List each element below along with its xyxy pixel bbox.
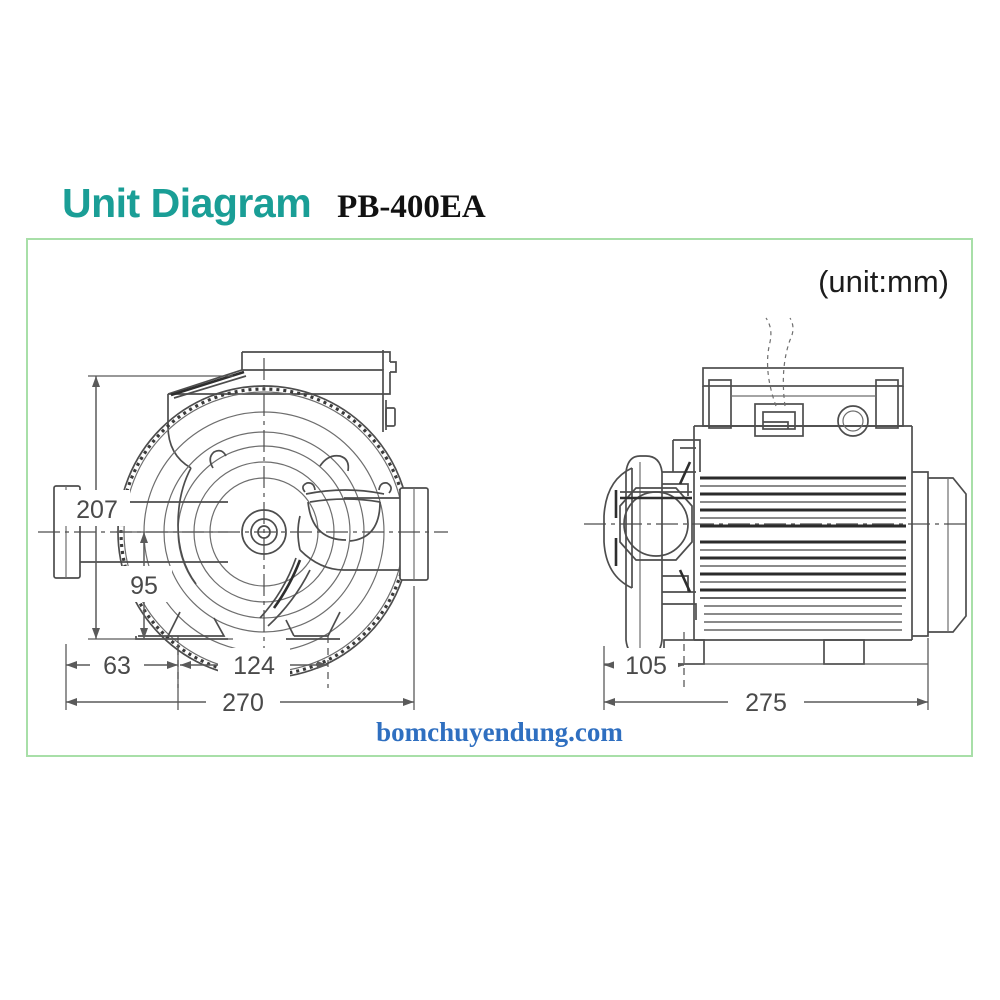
motor-body [693, 468, 913, 641]
front-mounting-feet [135, 611, 341, 640]
page-title: Unit Diagram [62, 180, 312, 226]
watermark: bomchuyendung.com [376, 717, 623, 747]
cooling-fins [700, 476, 906, 592]
front-terminal-block [167, 350, 397, 469]
fan-cover [912, 471, 967, 637]
model-number: PB-400EA [337, 189, 486, 225]
side-view-drawing: 105 275 [584, 317, 971, 719]
dimension-63: 63 [66, 648, 178, 682]
technical-drawing: .ln { fill:none; stroke:#4d4d4d; stroke-… [28, 240, 971, 755]
page-header: Unit Diagram PB-400EA [62, 183, 486, 224]
dimension-95: 95 [116, 532, 172, 639]
dimension-124: 124 [180, 648, 328, 682]
dimension-275: 275 [604, 685, 928, 719]
casing-lugs [209, 449, 350, 472]
dimension-105: 105 [604, 648, 684, 682]
front-view-drawing: 207 95 63 [38, 350, 448, 719]
dimension-270-label: 270 [222, 689, 264, 717]
side-pump-casing [603, 439, 701, 659]
dimension-63-label: 63 [103, 652, 131, 680]
dimension-270: 270 [66, 685, 414, 719]
unit-note: (unit:mm) [818, 264, 949, 299]
dimension-207-label: 207 [76, 496, 118, 524]
discharge-outlet [259, 482, 429, 627]
dimension-124-label: 124 [233, 652, 275, 680]
dimension-275-label: 275 [745, 689, 787, 717]
terminal-box [693, 317, 913, 468]
front-body-shell [177, 467, 197, 585]
dimension-105-label: 105 [625, 652, 667, 680]
dimension-95-label: 95 [130, 572, 158, 600]
motor-skirt-fins [704, 605, 902, 631]
dimension-207: 207 [64, 376, 130, 639]
diagram-frame: (unit:mm) .ln { fill:none; stroke:#4d4d4… [26, 238, 973, 757]
